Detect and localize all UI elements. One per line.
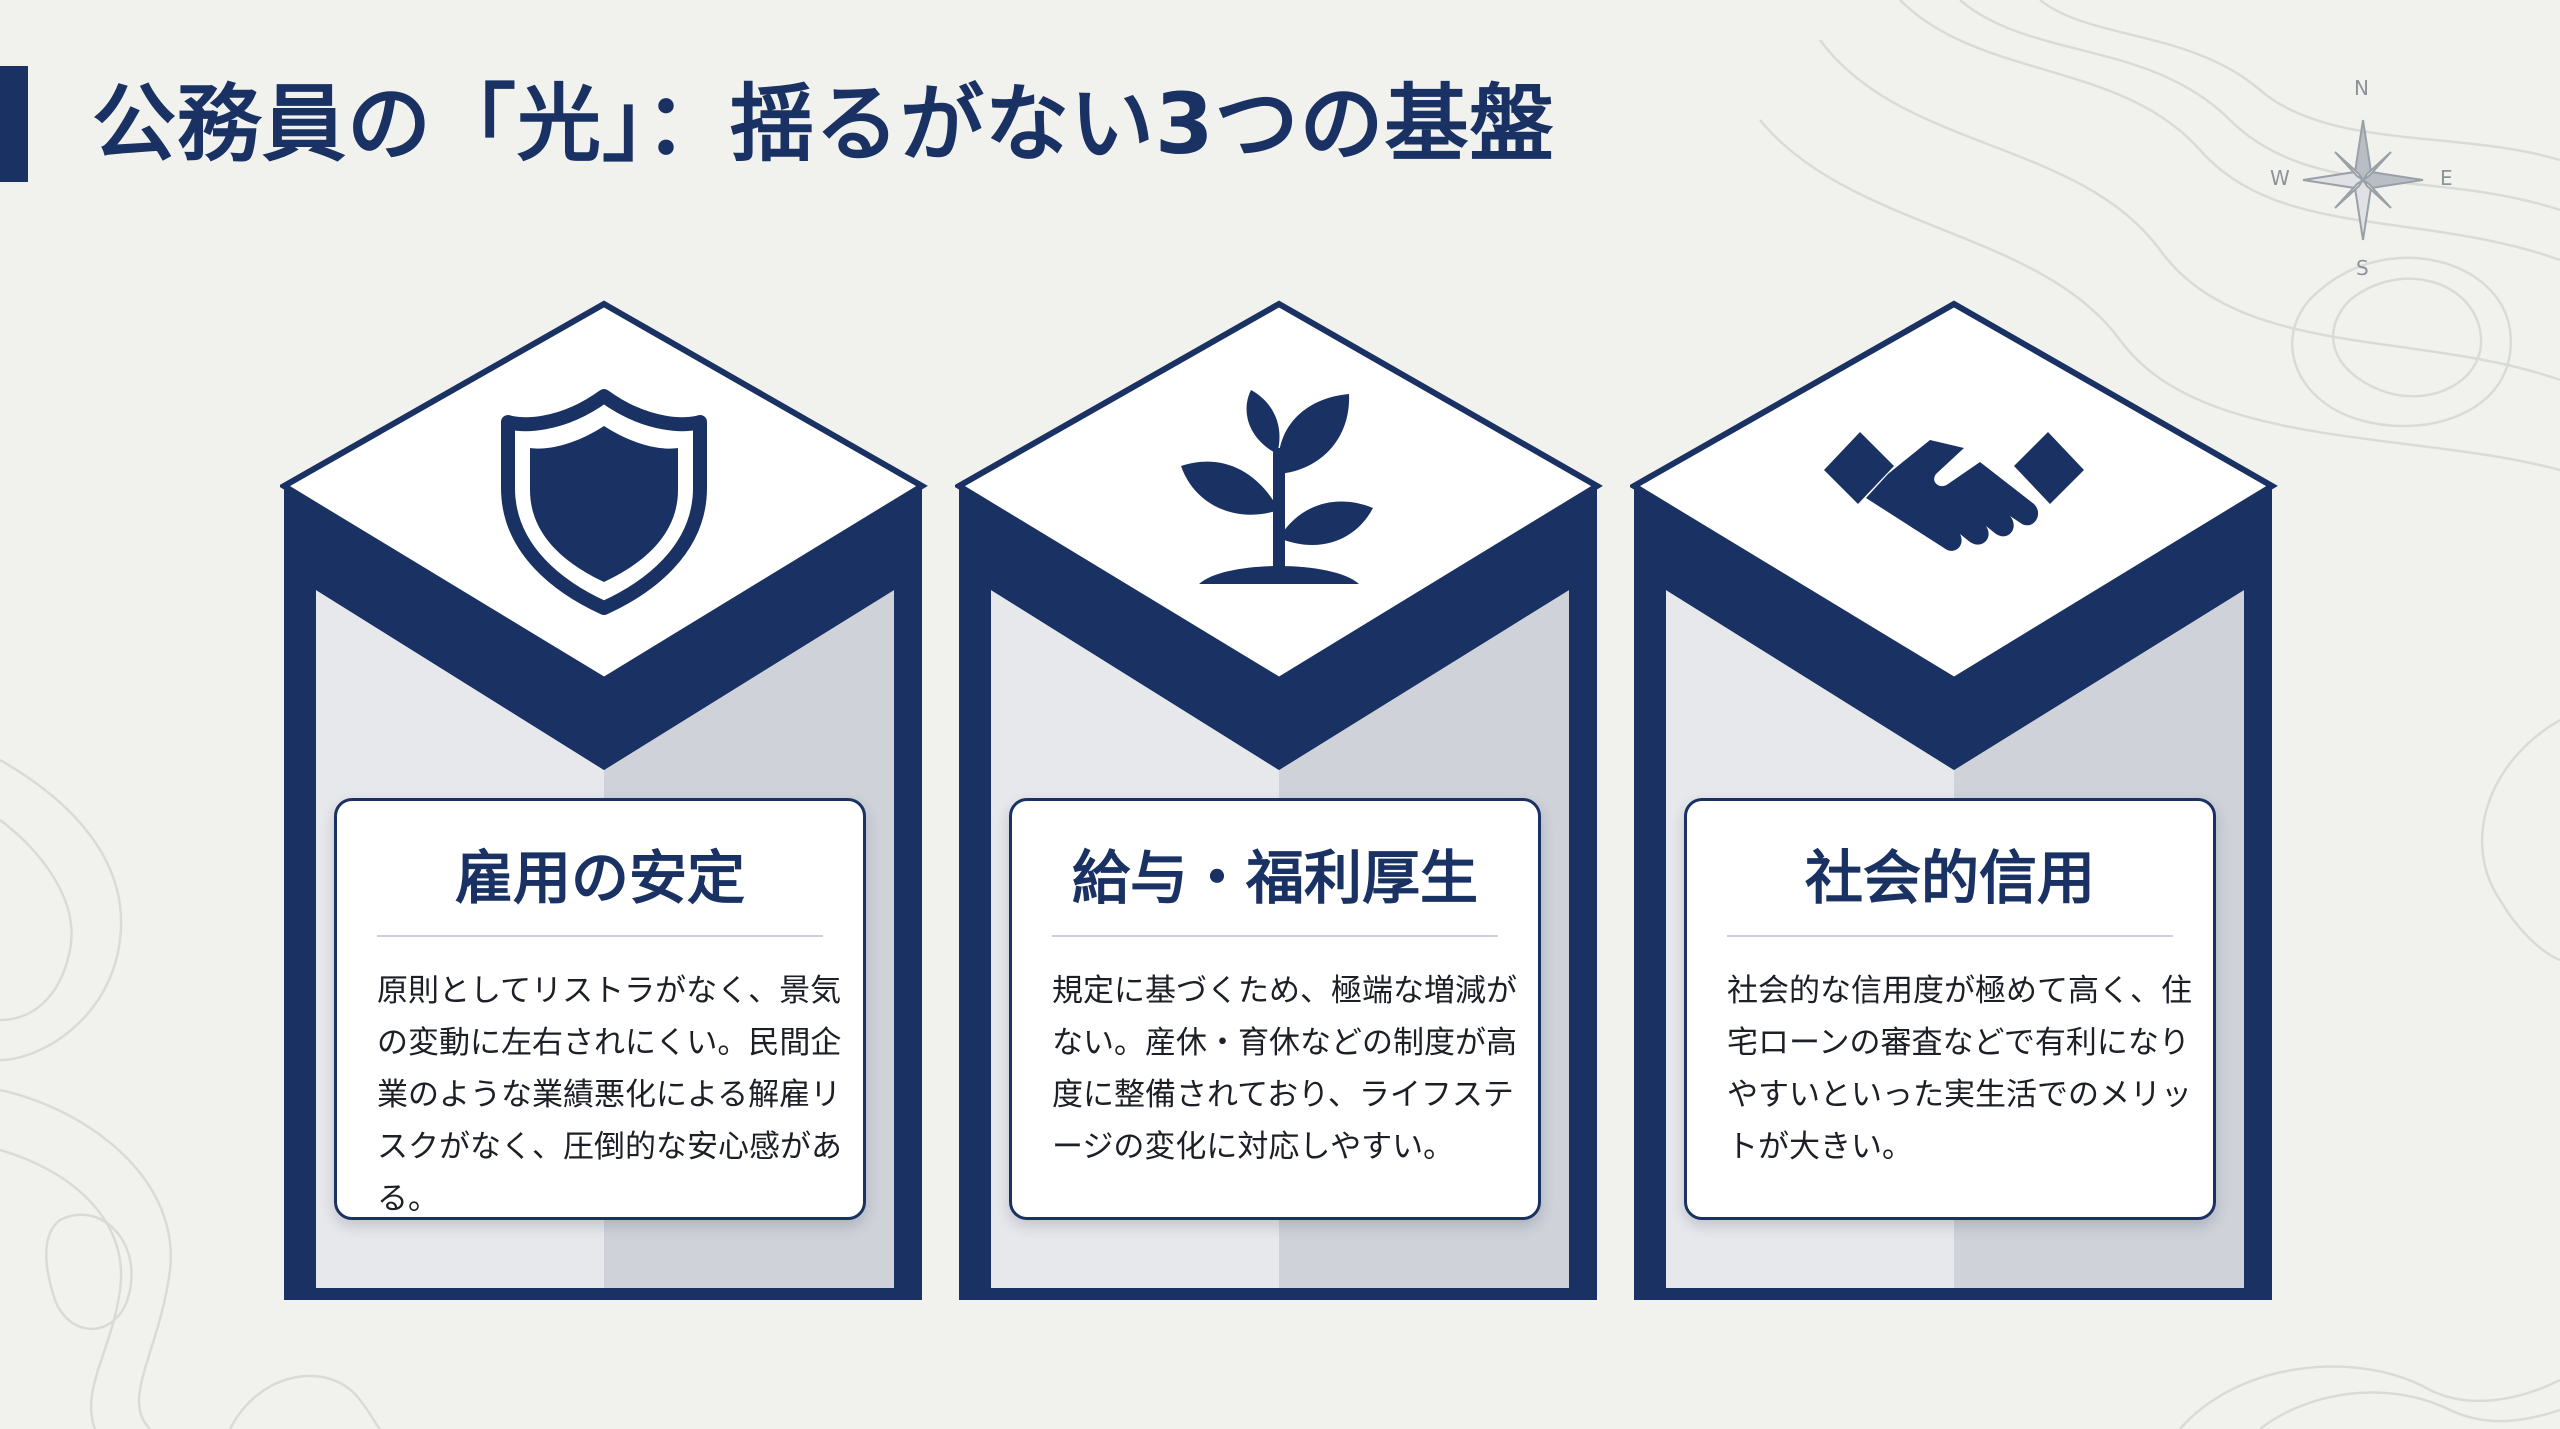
pillar-title: 雇用の安定 [454, 844, 745, 912]
pillar-description: 規定に基づくため、極端な増減がない。産休・育休などの制度が高度に整備されており、… [1052, 973, 1517, 1165]
title-accent-bar [0, 66, 28, 182]
card-divider [1727, 935, 2173, 937]
pillar-card: 給与・福利厚生 規定に基づくため、極端な増減がない。産休・育休などの制度が高度に… [1009, 798, 1541, 1220]
sprout-icon [1181, 390, 1373, 584]
pillar-description: 社会的な信用度が極めて高く、住宅ローンの審査などで有利になりやすいといった実生活… [1727, 973, 2192, 1165]
compass-west-label: W [2270, 166, 2290, 190]
pillar-social-credibility: 社会的信用 社会的な信用度が極めて高く、住宅ローンの審査などで有利になりやすいと… [1630, 298, 2290, 1300]
pillar-card: 雇用の安定 原則としてリストラがなく、景気の変動に左右されにくい。民間企業のよう… [334, 798, 866, 1220]
pillar-card: 社会的信用 社会的な信用度が極めて高く、住宅ローンの審査などで有利になりやすいと… [1684, 798, 2216, 1220]
compass-south-label: S [2356, 256, 2369, 280]
pillar-salary-benefits: 給与・福利厚生 規定に基づくため、極端な増減がない。産休・育休などの制度が高度に… [955, 298, 1615, 1300]
pillar-description: 原則としてリストラがなく、景気の変動に左右されにくい。民間企業のような業績悪化に… [377, 973, 842, 1217]
page-title: 公務員の「光」：揺るがない3つの基盤 [92, 75, 1555, 173]
shield-icon [501, 389, 707, 615]
card-divider [377, 935, 823, 937]
pillar-employment-stability: 雇用の安定 原則としてリストラがなく、景気の変動に左右されにくい。民間企業のよう… [280, 298, 940, 1300]
compass-north-label: N [2354, 76, 2369, 100]
handshake-icon [1824, 432, 2084, 551]
card-divider [1052, 935, 1498, 937]
compass-star-icon [2302, 119, 2424, 241]
compass-rose: N S W E [2268, 68, 2458, 282]
pillar-title: 給与・福利厚生 [1071, 844, 1478, 912]
pillar-title: 社会的信用 [1804, 844, 2095, 912]
compass-east-label: E [2440, 166, 2453, 190]
